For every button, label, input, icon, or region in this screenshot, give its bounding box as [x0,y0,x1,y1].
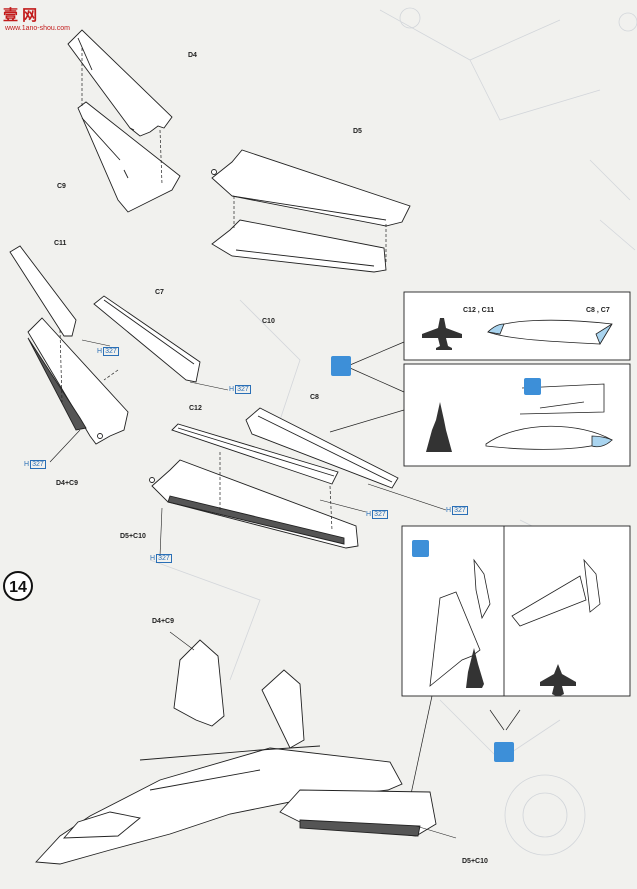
label-c7: C7 [155,289,164,296]
part-c8 [245,407,399,489]
label-d5-c10-aircraft: D5+C10 [462,858,488,865]
modification-icon [331,356,351,376]
part-c10 [211,219,387,273]
jet-silhouette-bottom-right [540,664,576,696]
part-c11 [9,245,77,337]
label-d4: D4 [188,52,197,59]
logo-name: 壹 网 [3,7,38,24]
label-d4-c9-assembly: D4+C9 [56,480,78,487]
aircraft-callouts [169,631,457,839]
inset3-callouts [407,695,521,809]
jet-silhouette-bottom-left [466,648,484,688]
label-c11: C11 [54,240,67,247]
label-d5-c10-assembly: D5+C10 [120,533,146,540]
d4-guides [81,48,163,185]
logo-url: www.1ano-shou.com [5,25,70,32]
jet-silhouette-mid [426,402,452,452]
part-c9 [77,101,181,213]
d5-guides [233,196,387,264]
inset-wing-section-1 [487,319,613,345]
label-c12: C12 [189,405,202,412]
part-d5 [211,149,411,227]
label-d5: D5 [353,128,362,135]
part-c12 [171,423,339,485]
part-d4 [67,29,173,137]
c7c11-guides [59,329,119,403]
part-d4-c9-assembly [27,317,129,445]
inset-callouts [329,341,405,433]
modification-icon [412,540,429,557]
site-logo: 壹 网 www.1ano-shou.com [3,4,75,38]
step-number: 14 [3,571,33,601]
paint-leaders [49,339,447,557]
label-inset-c12-c11: C12 , C11 [463,307,495,314]
label-c9: C9 [57,183,66,190]
jet-silhouette-top [422,318,462,350]
c12-guides [219,452,333,531]
label-d4-c9-aircraft: D4+C9 [152,618,174,625]
aircraft-assembly [35,639,437,865]
label-inset-c8-c7: C8 , C7 [586,307,610,314]
part-d5-c10-assembly [149,459,359,549]
label-c10: C10 [262,318,275,325]
label-c8: C8 [310,394,319,401]
modification-icon [524,378,541,395]
part-c7 [93,295,201,383]
inset-wing-section-2 [485,383,613,450]
modification-icon [494,742,514,762]
